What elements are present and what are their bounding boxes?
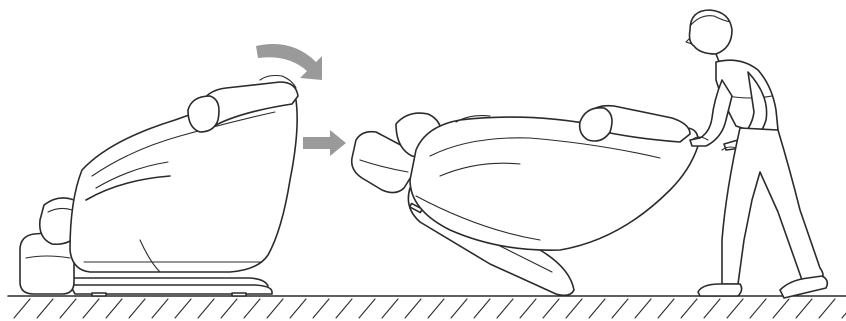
floor-hatch-stroke [336,299,352,318]
floor-hatch-stroke [313,299,329,318]
floor-hatch-stroke [842,299,846,318]
floor-hatch-stroke [497,299,513,318]
floor-hatch-stroke [727,299,743,318]
right-arrow-icon [303,130,346,156]
floor-hatch-stroke [451,299,467,318]
person-shoe-left [698,284,742,296]
upright-massage-chair [20,76,298,297]
floor-hatch-stroke [543,299,559,318]
floor-hatch-stroke [382,299,398,318]
floor-hatch-stroke [589,299,605,318]
floor-hatch-stroke [750,299,766,318]
chair2-head-pillow [580,108,612,141]
floor [8,296,846,318]
tilted-massage-chair [352,106,699,296]
floor-hatch-stroke [106,299,122,318]
floor-hatch-stroke [83,299,99,318]
floor-hatch-stroke [175,299,191,318]
floor-hatch-stroke [428,299,444,318]
floor-hatch-stroke [704,299,720,318]
floor-hatch-stroke [796,299,812,318]
right-arrow-shape [303,130,346,156]
person-tilting-chair [686,10,827,298]
floor-hatch-stroke [359,299,375,318]
floor-hatch-stroke [773,299,789,318]
floor-hatch-stroke [14,299,30,318]
floor-hatch-stroke [819,299,835,318]
floor-hatch-stroke [658,299,674,318]
floor-hatch-stroke [244,299,260,318]
chair1-side-panel [70,91,297,272]
floor-hatch-stroke [60,299,76,318]
floor-hatch-stroke [290,299,306,318]
floor-hatch-stroke [566,299,582,318]
person-shoe-right [780,276,827,298]
floor-hatch-stroke [474,299,490,318]
chair1-head-pillow [188,96,219,132]
chair1-foot-right [232,293,246,296]
curved-arrow-shape [256,44,322,80]
floor-hatch-stroke [221,299,237,318]
floor-hatch-stroke [635,299,651,318]
floor-hatch-stroke [681,299,697,318]
floor-hatch-stroke [612,299,628,318]
chair1-foot-left [92,293,106,296]
floor-hatch-stroke [405,299,421,318]
floor-hatching [14,299,846,318]
floor-hatch-stroke [267,299,283,318]
person-head [690,10,733,54]
floor-hatch-stroke [37,299,53,318]
floor-hatch-stroke [198,299,214,318]
floor-hatch-stroke [520,299,536,318]
person-legs [722,128,823,284]
curved-arrow-icon [256,44,322,80]
floor-hatch-stroke [129,299,145,318]
floor-hatch-stroke [152,299,168,318]
